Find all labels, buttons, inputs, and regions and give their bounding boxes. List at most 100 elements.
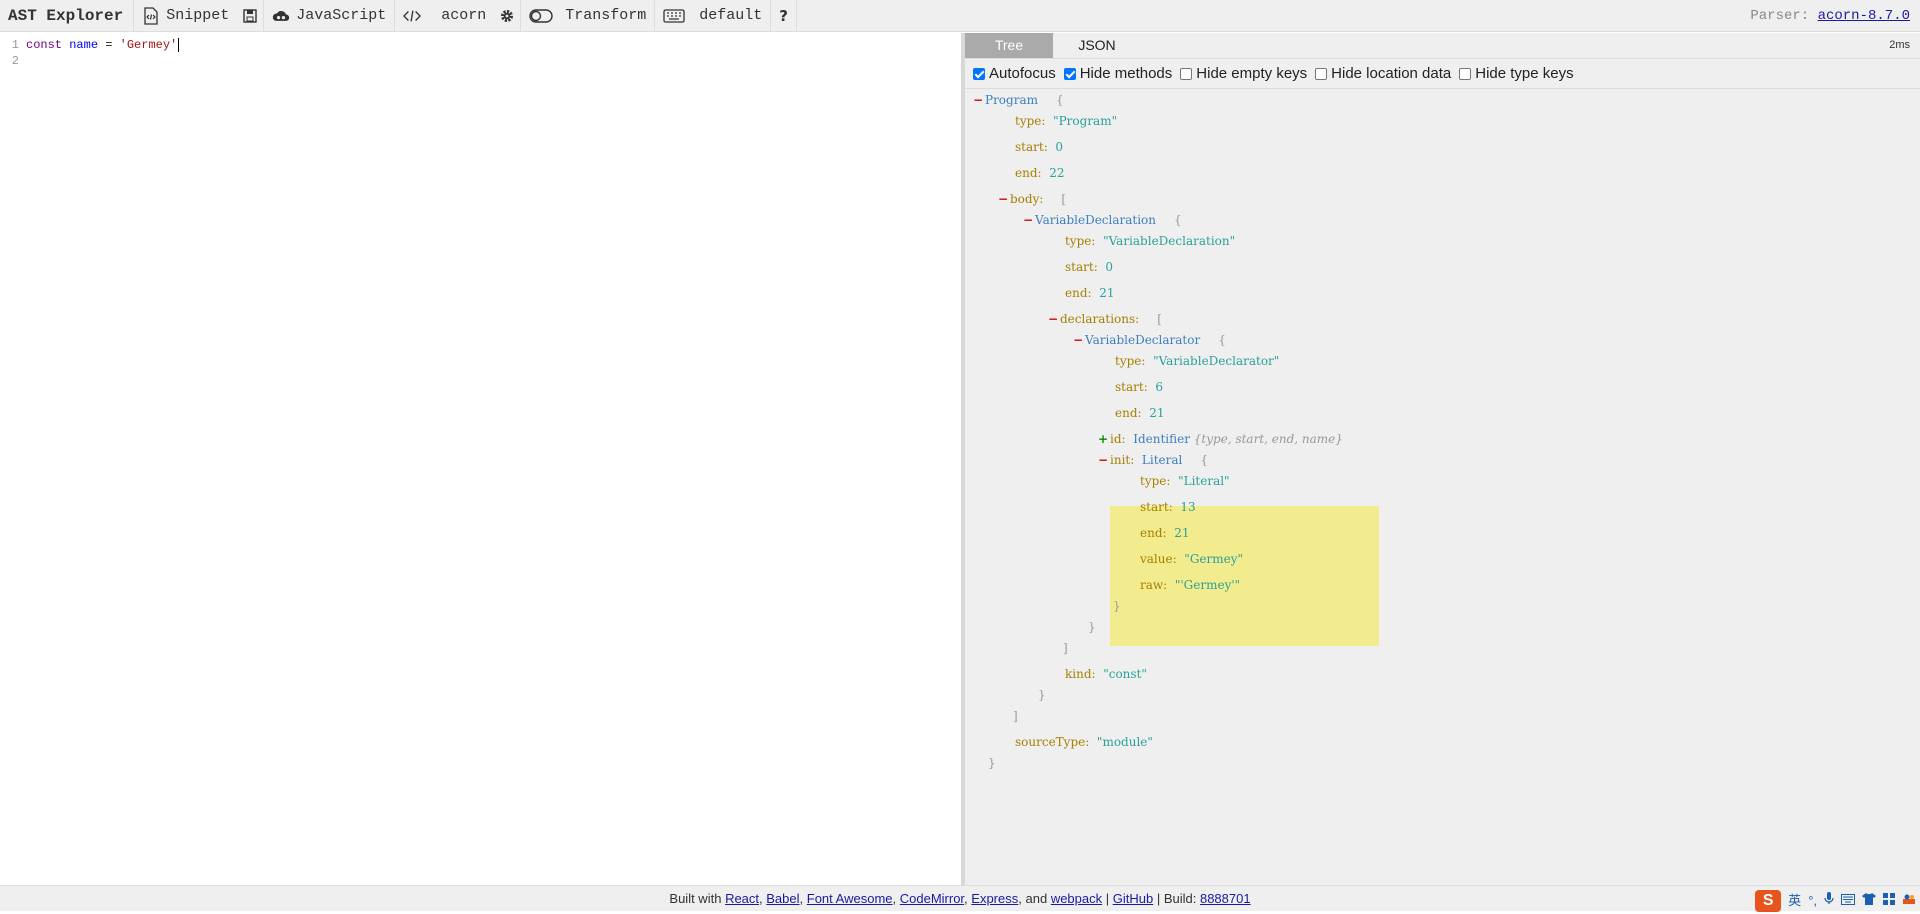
close-bracket: ]: [1013, 709, 1018, 723]
babel-link[interactable]: Babel: [766, 891, 800, 906]
build-label: Build:: [1163, 891, 1197, 906]
file-code-icon: [142, 6, 160, 25]
sogou-logo-icon[interactable]: S: [1755, 890, 1782, 912]
option-hide-location-data[interactable]: Hide location data: [1315, 65, 1451, 82]
tree-prop: type: "Literal": [1140, 474, 1230, 488]
app-title: AST Explorer: [8, 6, 124, 25]
toolbox-icon[interactable]: [1902, 888, 1916, 914]
collapse-toggle[interactable]: −: [1098, 453, 1109, 467]
highlight-region: [1110, 506, 1379, 646]
tree-prop: kind: "const": [1065, 667, 1147, 681]
close-brace: }: [1113, 599, 1121, 613]
prop-value: 6: [1155, 380, 1164, 394]
node-type: Identifier: [1133, 432, 1190, 446]
expand-toggle[interactable]: +: [1098, 432, 1109, 446]
collapse-toggle[interactable]: −: [973, 93, 984, 107]
editor-line: 2: [0, 53, 961, 69]
tree-prop: type: "VariableDeclaration": [1065, 234, 1236, 248]
collapse-toggle[interactable]: −: [1073, 333, 1084, 347]
collapse-toggle[interactable]: −: [1048, 312, 1059, 326]
parser-label: acorn: [441, 7, 487, 24]
option-label: Hide type keys: [1475, 65, 1574, 82]
express-link[interactable]: Express: [971, 891, 1019, 906]
tree-prop-init[interactable]: −init: Literal{: [1098, 453, 1209, 467]
autofocus-checkbox[interactable]: [973, 67, 985, 80]
hide-type-keys-checkbox[interactable]: [1459, 67, 1472, 80]
tree-prop: start: 0: [1015, 140, 1064, 154]
option-hide-empty-keys[interactable]: Hide empty keys: [1180, 65, 1307, 82]
close-brace: }: [1038, 688, 1046, 702]
tab-json[interactable]: JSON: [1078, 37, 1116, 53]
transform-button[interactable]: Transform: [520, 0, 654, 32]
prop-value: "Literal": [1178, 474, 1230, 488]
operator-token: =: [98, 38, 120, 52]
help-icon: ?: [779, 6, 788, 25]
string-token: 'Germey': [119, 38, 178, 52]
tree-prop: end: 21: [1065, 286, 1115, 300]
cloud-icon: [272, 7, 290, 25]
pane-splitter[interactable]: [961, 33, 965, 885]
code-editor[interactable]: 1 const name = 'Germey' 2: [0, 33, 962, 885]
option-hide-type-keys[interactable]: Hide type keys: [1459, 65, 1574, 82]
tree-prop-id[interactable]: +id: Identifier {type, start, end, name}: [1098, 432, 1343, 446]
ime-language-indicator[interactable]: 英: [1788, 893, 1802, 908]
tree-prop: type: "Program": [1015, 114, 1118, 128]
prop-value: 22: [1049, 166, 1065, 180]
grid-icon[interactable]: [1883, 888, 1895, 914]
keyboard-icon: [663, 7, 685, 25]
snippet-label: Snippet: [166, 7, 230, 24]
collapse-toggle[interactable]: −: [998, 192, 1009, 206]
tree-prop: value: "Germey": [1140, 552, 1244, 566]
tree-node-program[interactable]: −Program{: [973, 93, 1064, 107]
hide-empty-keys-checkbox[interactable]: [1180, 67, 1193, 80]
output-pane: Tree JSON 2ms Autofocus Hide methods Hid…: [965, 33, 1920, 885]
tree-node-variable-declaration[interactable]: −VariableDeclaration{: [1023, 213, 1182, 227]
shirt-icon[interactable]: [1862, 888, 1876, 914]
option-hide-methods[interactable]: Hide methods: [1063, 65, 1172, 82]
tree-prop: start: 13: [1140, 500, 1196, 514]
react-link[interactable]: React: [725, 891, 760, 906]
and-label: and: [1025, 891, 1048, 906]
toolbar: AST Explorer Snippet JavaScript acorn Tr…: [0, 0, 1920, 32]
snippet-button[interactable]: Snippet: [133, 0, 237, 32]
github-link[interactable]: GitHub: [1112, 891, 1154, 906]
prop-value: "Program": [1053, 114, 1118, 128]
tree-prop-body[interactable]: −body:[: [998, 192, 1067, 206]
code-icon: [403, 7, 422, 25]
editor-line: 1 const name = 'Germey': [0, 37, 961, 53]
option-autofocus[interactable]: Autofocus: [973, 65, 1056, 82]
keymap-label: default: [699, 7, 763, 24]
help-button[interactable]: ?: [770, 0, 796, 32]
prop-value: "VariableDeclaration": [1103, 234, 1236, 248]
parser-version-link[interactable]: acorn-8.7.0: [1817, 7, 1910, 24]
hide-methods-checkbox[interactable]: [1063, 67, 1076, 80]
tree-node-variable-declarator[interactable]: −VariableDeclarator{: [1073, 333, 1226, 347]
parser-settings-button[interactable]: [494, 0, 520, 32]
prop-value: 21: [1149, 406, 1165, 420]
build-link[interactable]: 8888701: [1199, 891, 1251, 906]
node-type: Literal: [1141, 453, 1183, 467]
language-label: JavaScript: [296, 7, 387, 24]
keymap-button[interactable]: default: [654, 0, 770, 32]
font-awesome-link[interactable]: Font Awesome: [806, 891, 893, 906]
collapse-toggle[interactable]: −: [1023, 213, 1034, 227]
close-bracket: ]: [1063, 641, 1068, 655]
punctuation-icon[interactable]: °,: [1808, 893, 1817, 908]
keyboard-icon[interactable]: [1841, 888, 1855, 914]
keyword-token: const: [26, 38, 63, 52]
webpack-link[interactable]: webpack: [1050, 891, 1103, 906]
prop-value: "'Germey'": [1174, 578, 1241, 592]
hide-location-data-checkbox[interactable]: [1315, 67, 1328, 80]
tree-prop-declarations[interactable]: −declarations:[: [1048, 312, 1162, 326]
language-button[interactable]: JavaScript: [263, 0, 394, 32]
tab-tree[interactable]: Tree: [965, 33, 1053, 58]
save-button[interactable]: [237, 0, 263, 32]
parser-button[interactable]: acorn: [394, 0, 494, 32]
prop-value: "const": [1103, 667, 1147, 681]
tree-prop: type: "VariableDeclarator": [1115, 354, 1280, 368]
microphone-icon[interactable]: [1824, 888, 1834, 914]
codemirror-link[interactable]: CodeMirror: [899, 891, 965, 906]
tree-prop: end: 22: [1015, 166, 1065, 180]
tree-prop: start: 0: [1065, 260, 1114, 274]
parse-time: 2ms: [1889, 39, 1910, 51]
